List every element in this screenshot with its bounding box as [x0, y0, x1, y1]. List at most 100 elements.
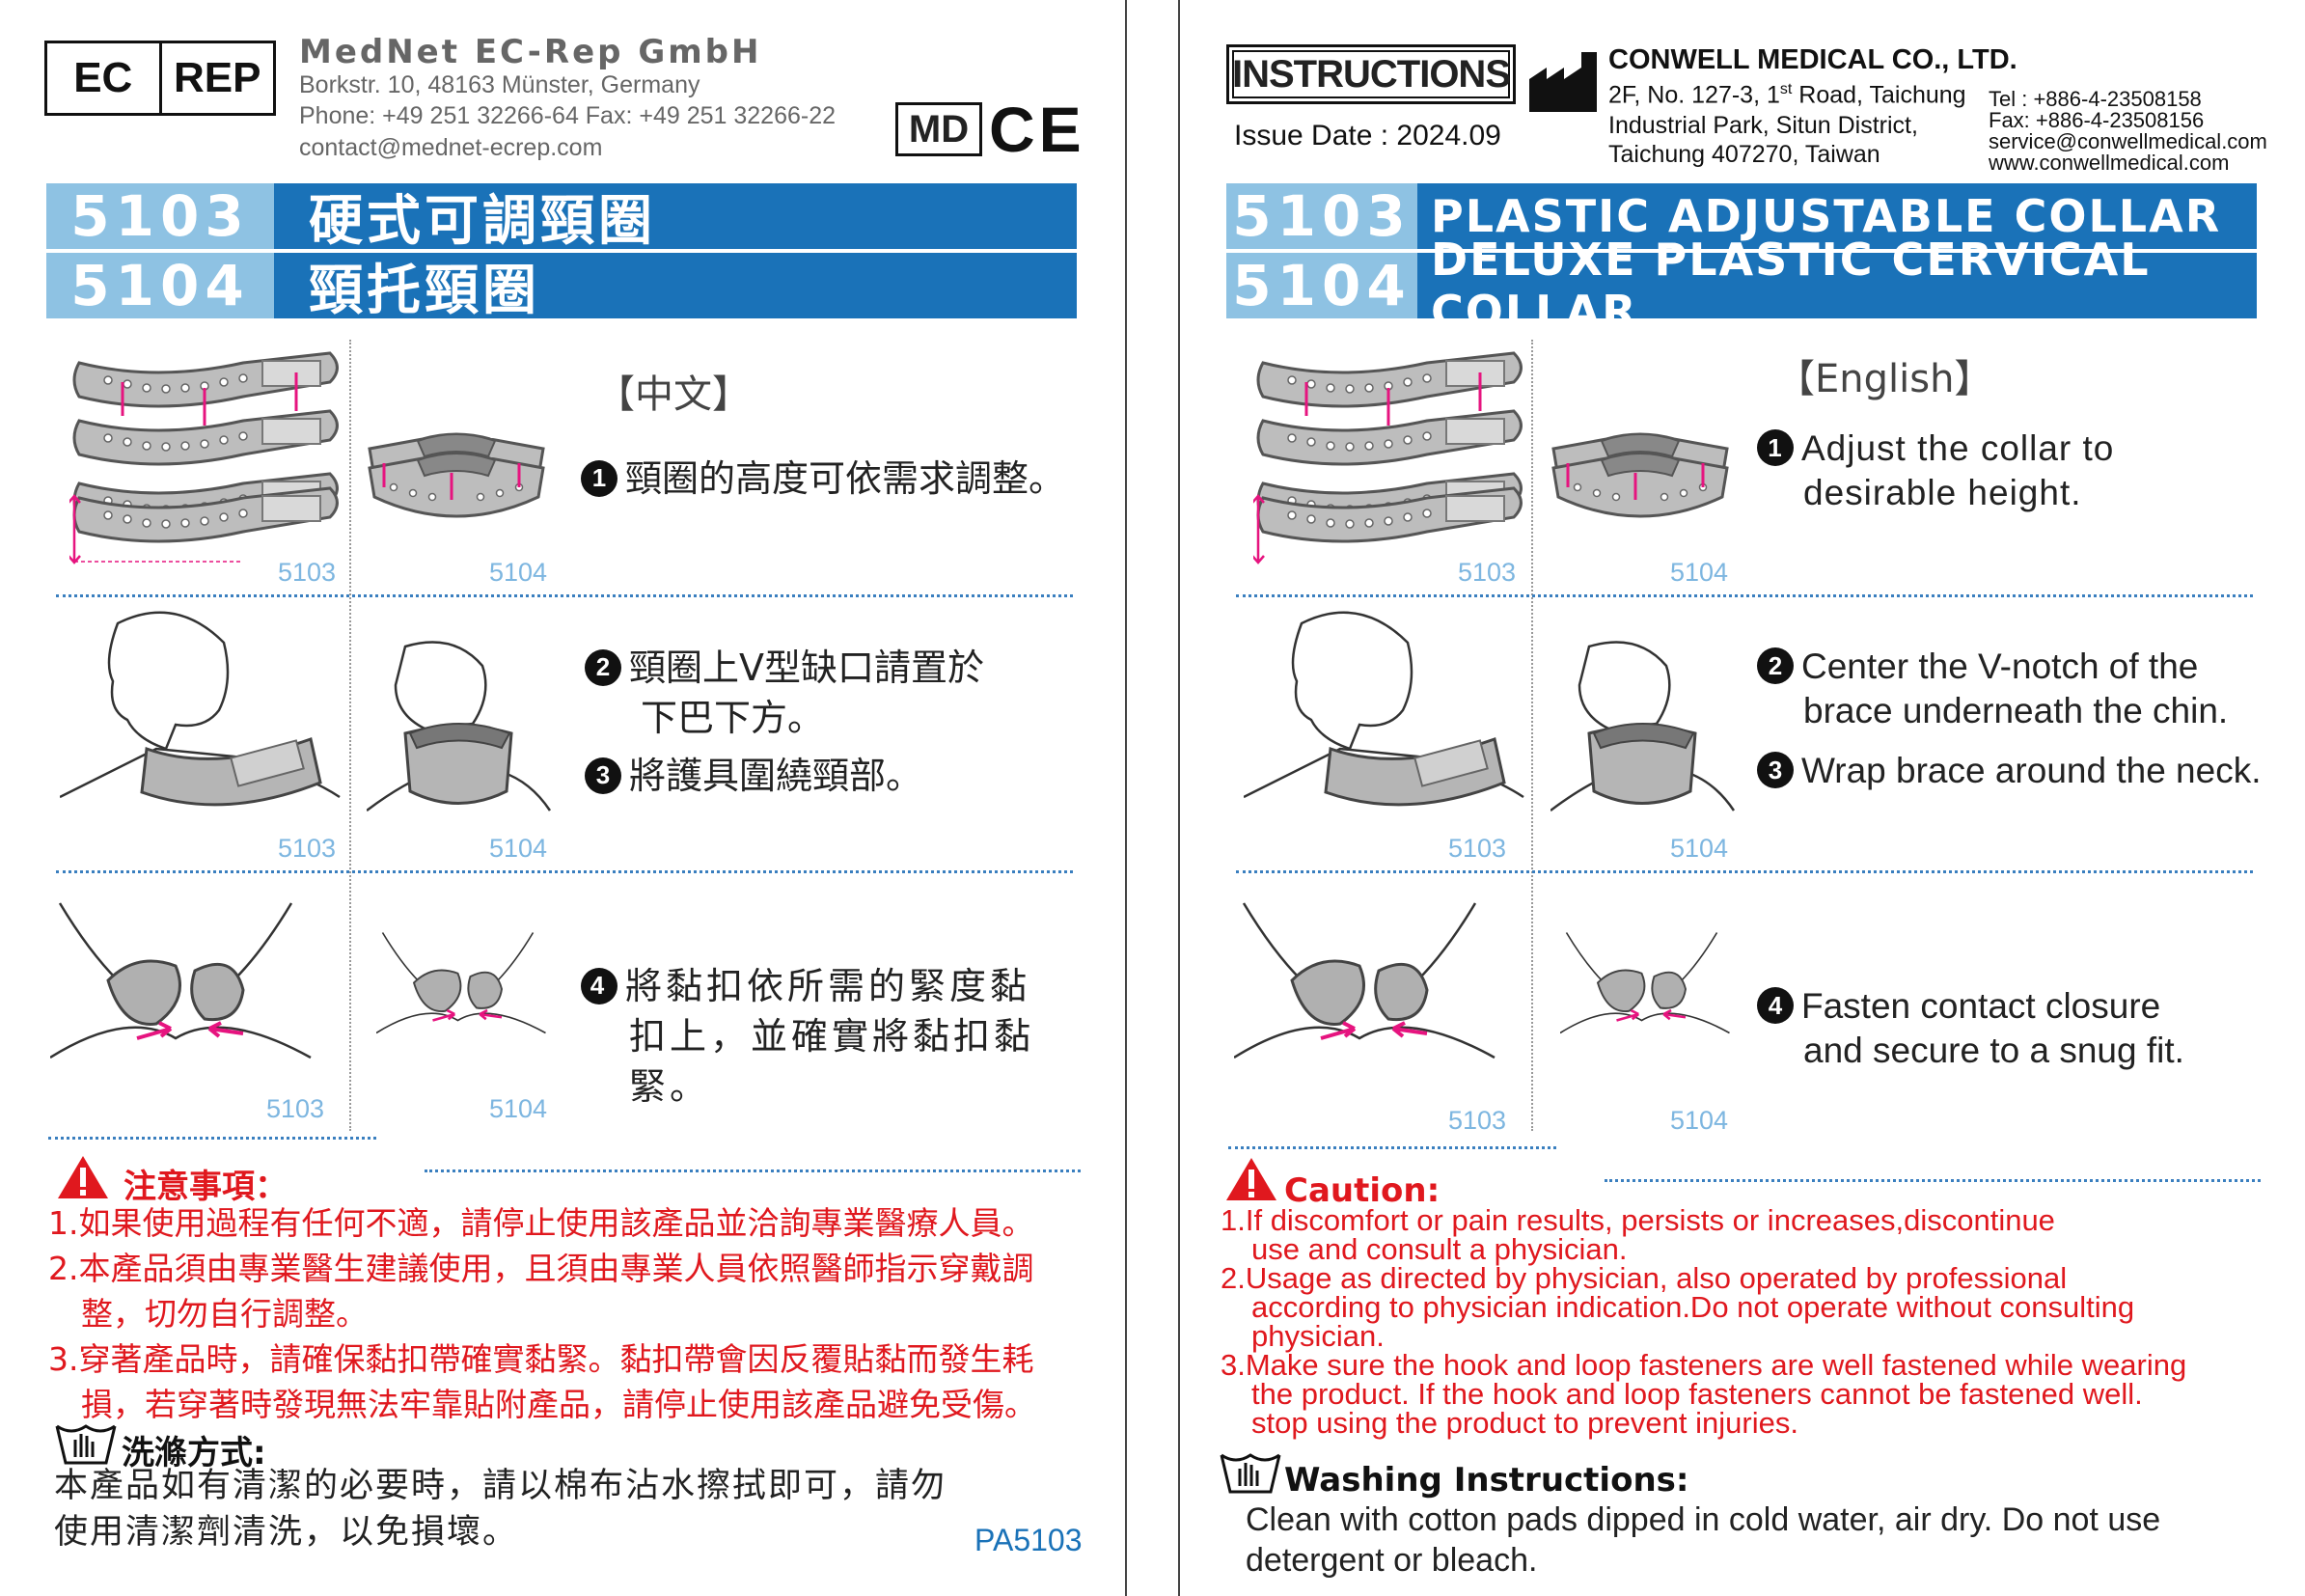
- caution-item: 整，切勿自行調整。: [81, 1295, 368, 1333]
- washing-line: Clean with cotton pads dipped in cold wa…: [1246, 1501, 2161, 1538]
- ec-rep-phone: Phone: +49 251 32266-64 Fax: +49 251 322…: [299, 102, 837, 129]
- collar-5104-fastening-illustration: [1560, 931, 1731, 1034]
- language-label: 【中文】: [596, 372, 751, 417]
- company-email: service@conwellmedical.com: [1989, 129, 2267, 153]
- collar-5103-height-illustration: [69, 351, 339, 564]
- ec-rep-email: contact@mednet-ecrep.com: [299, 134, 603, 161]
- caution-list: 1.If discomfort or pain results, persist…: [1221, 1203, 2291, 1440]
- language-label: 【English】: [1776, 357, 1993, 401]
- issue-date: Issue Date : 2024.09: [1234, 120, 1501, 151]
- step-1-text-line1: Adjust the collar to: [1801, 428, 2115, 468]
- caution-item: stop using the product to prevent injuri…: [1251, 1406, 1798, 1440]
- caption-5103: 5103: [1448, 1106, 1507, 1135]
- step-4-text-line1: 將黏扣依所需的緊度黏: [625, 965, 1031, 1007]
- collar-5104-wearing-illustration: [367, 641, 552, 812]
- step-4-text-line2: and secure to a snug fit.: [1803, 1031, 2184, 1070]
- md-mark: MD: [895, 102, 982, 156]
- step-2-number: 2: [1757, 647, 1794, 685]
- model-title-5103: PLASTIC ADJUSTABLE COLLAR: [1417, 183, 2257, 249]
- company-fax: Fax: +886-4-23508156: [1989, 108, 2205, 132]
- hand-wash-icon: [1220, 1453, 1281, 1494]
- caution-title: Caution:: [1284, 1171, 1441, 1210]
- collar-5103-wearing-illustration: [60, 611, 342, 807]
- caption-5103: 5103: [278, 558, 337, 587]
- step-2-text-line2: 下巴下方。: [641, 697, 825, 739]
- ec-rep-address: Borkstr. 10, 48163 Münster, Germany: [299, 71, 700, 98]
- step-1-text: 頸圈的高度可依需求調整。: [625, 457, 1066, 500]
- hand-wash-icon: [55, 1424, 117, 1465]
- title-header: 5103 PLASTIC ADJUSTABLE COLLAR 5104 DELU…: [1226, 183, 2257, 338]
- step-2-text-line2: brace underneath the chin.: [1803, 691, 2229, 730]
- collar-5103-wearing-illustration: [1244, 611, 1525, 807]
- model-title-5104: 頸托頸圈: [274, 253, 1077, 322]
- collar-5104-height-illustration: [368, 432, 545, 518]
- caption-5104: 5104: [489, 1094, 548, 1123]
- company-name: CONWELL MEDICAL CO., LTD.: [1608, 44, 2017, 75]
- company-address-1: 2F, No. 127-3, 1st Road, Taichung: [1608, 81, 1966, 109]
- model-title-5103: 硬式可調頸圈: [274, 183, 1077, 253]
- caption-5103: 5103: [278, 834, 337, 863]
- caption-5103: 5103: [1448, 834, 1507, 863]
- caption-5103: 5103: [266, 1094, 325, 1123]
- caution-item: 1.If discomfort or pain results, persist…: [1221, 1203, 2055, 1237]
- ce-mark: CE: [989, 94, 1085, 165]
- step-1-number: 1: [581, 459, 617, 497]
- ec-label: EC: [47, 43, 162, 113]
- left-panel-chinese: EC REP MedNet EC-Rep GmbH Borkstr. 10, 4…: [0, 0, 1127, 1596]
- company-address-2: Industrial Park, Situn District,: [1608, 112, 1918, 139]
- caption-5104: 5104: [489, 558, 548, 587]
- caution-item: 3.穿著產品時，請確保黏扣帶確實黏緊。黏扣帶會因反覆貼黏而發生耗: [48, 1340, 1034, 1378]
- column-divider: [349, 340, 351, 1131]
- caution-colon: ：: [255, 1168, 288, 1206]
- model-number-5104: 5104: [1226, 253, 1417, 318]
- caution-title: 注意事項：: [123, 1160, 288, 1207]
- washing-title: 洗滌方式:: [122, 1434, 266, 1472]
- collar-5103-height-illustration: [1253, 351, 1523, 564]
- caption-5104: 5104: [1670, 1106, 1729, 1135]
- ec-rep-badge: EC REP: [44, 41, 276, 116]
- step-2-text-line1: 頸圈上V型缺口請置於: [629, 647, 984, 689]
- row-divider: [48, 1137, 376, 1140]
- step-3-number: 3: [585, 757, 621, 794]
- caution-item: 損，若穿著時發現無法牢靠貼附產品，請停止使用該產品避免受傷。: [81, 1386, 1036, 1423]
- model-number-5103: 5103: [46, 183, 274, 249]
- washing-title: Washing Instructions:: [1284, 1461, 1689, 1500]
- instructions-badge: INSTRUCTIONS: [1226, 44, 1516, 104]
- caution-item: 1.如果使用過程有任何不適，請停止使用該產品並洽詢專業醫療人員。: [48, 1204, 1034, 1242]
- step-3-number: 3: [1757, 752, 1794, 789]
- product-code: PA5103: [974, 1523, 1083, 1557]
- caption-5104: 5104: [489, 834, 548, 863]
- step-3-text: Wrap brace around the neck.: [1801, 751, 2262, 790]
- row-divider: [1605, 1179, 2261, 1182]
- washing-line: 本產品如有清潔的必要時，請以棉布沾水擦拭即可，請勿: [54, 1467, 947, 1505]
- title-header: 5103 硬式可調頸圈 5104 頸托頸圈: [46, 183, 1077, 322]
- caution-item: 2.Usage as directed by physician, also o…: [1221, 1261, 2068, 1295]
- washing-text: Clean with cotton pads dipped in cold wa…: [1246, 1500, 2160, 1581]
- caption-5103: 5103: [1458, 558, 1517, 587]
- warning-icon: [58, 1156, 108, 1198]
- model-number-5104: 5104: [46, 253, 274, 318]
- collar-5103-fastening-illustration: [1234, 901, 1496, 1059]
- caution-title-text: 注意事項: [123, 1168, 255, 1206]
- company-website: www.conwellmedical.com: [1989, 151, 2230, 175]
- address-part: Road, Taichung: [1792, 81, 1966, 109]
- caution-item: 3.Make sure the hook and loop fasteners …: [1221, 1348, 2187, 1382]
- step-2-number: 2: [585, 648, 621, 686]
- collar-5103-fastening-illustration: [50, 901, 313, 1059]
- row-divider: [1228, 1146, 1556, 1149]
- caution-item: according to physician indication.Do not…: [1251, 1290, 2135, 1324]
- step-4-text-line1: Fasten contact closure: [1801, 986, 2161, 1026]
- step-4-number: 4: [581, 967, 617, 1004]
- model-title-5104: DELUXE PLASTIC CERVICAL COLLAR: [1417, 234, 2257, 338]
- step-4-text-line2: 扣上，並確實將黏扣黏: [629, 1015, 1035, 1058]
- step-1-text-line2: desirable height.: [1803, 473, 2082, 512]
- caption-5104: 5104: [1670, 834, 1729, 863]
- right-panel-english: INSTRUCTIONS Issue Date : 2024.09 CONWEL…: [1178, 0, 2305, 1596]
- caution-item: physician.: [1251, 1319, 1385, 1353]
- step-1-number: 1: [1757, 429, 1794, 467]
